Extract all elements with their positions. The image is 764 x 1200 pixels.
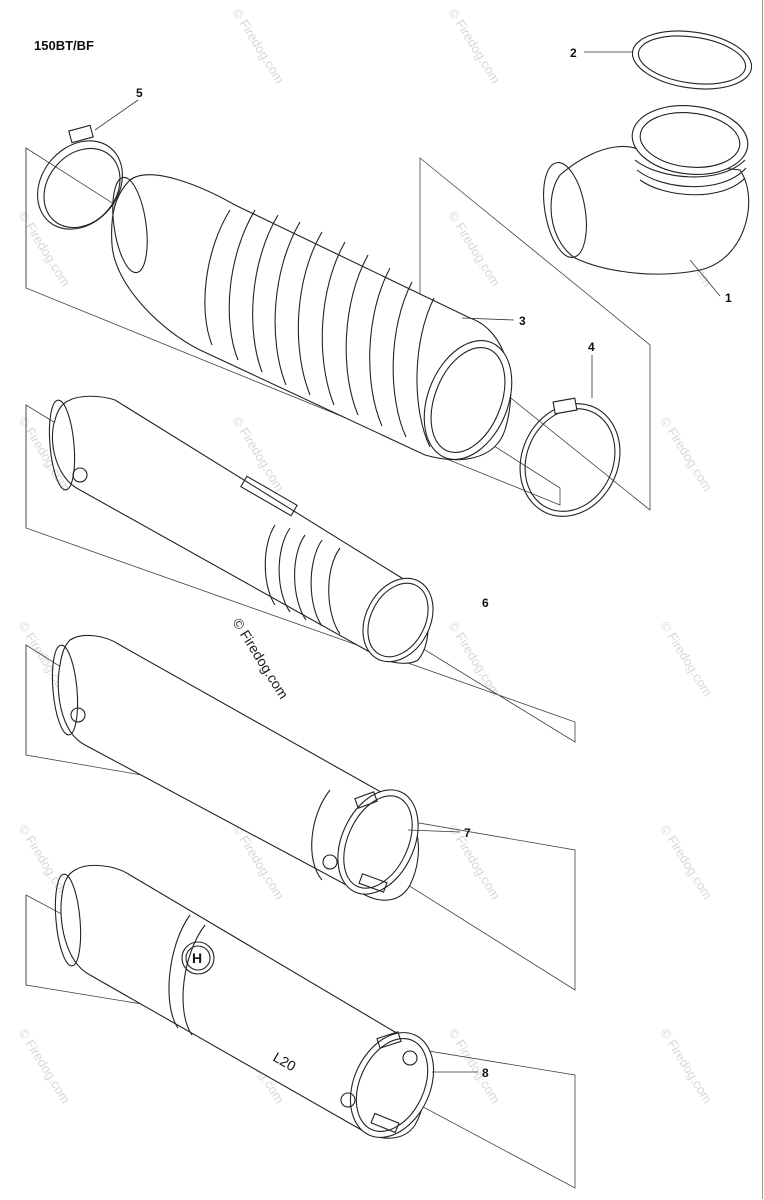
callout-2: 2: [570, 46, 577, 60]
part-tube-6: [48, 395, 434, 664]
leader-5: [94, 99, 139, 131]
watermark: © Firedog.com: [657, 822, 715, 902]
leader-lines: [94, 51, 721, 1073]
callout-4: 4: [588, 340, 595, 354]
brand-logo-glyph: H: [192, 950, 202, 966]
callout-3: 3: [519, 314, 526, 328]
watermark: © Firedog.com: [15, 1026, 73, 1106]
watermark: © Firedog.com: [445, 1026, 503, 1106]
part-clamp-5: [37, 124, 123, 230]
leader-1: [689, 259, 721, 297]
callout-8: 8: [482, 1066, 489, 1080]
callout-5: 5: [136, 86, 143, 100]
watermark: © Firedog.com: [229, 6, 287, 86]
leader-7: [407, 829, 461, 833]
model-label: 150BT/BF: [34, 38, 94, 53]
callout-1: 1: [725, 291, 732, 305]
watermark: © Firedog.com: [657, 1026, 715, 1106]
watermark: © Firedog.com: [657, 619, 715, 699]
brand-logo-icon: H: [181, 941, 215, 975]
part-tube-8: H L20: [54, 864, 435, 1139]
plane-elbow: [419, 157, 651, 511]
watermark: © Firedog.com: [445, 209, 503, 289]
part-bellows: [111, 174, 513, 461]
part-oring: [631, 30, 753, 90]
part-clamp-4: [519, 397, 621, 517]
watermark: © Firedog.com: [657, 414, 715, 494]
part-tube-7: [51, 634, 419, 901]
callout-7: 7: [464, 826, 471, 840]
watermark-main: © Firedog.com: [229, 615, 291, 702]
callouts: 1 2 3 4 5 6 7 8: [136, 46, 732, 1080]
leader-3: [461, 317, 515, 321]
watermark: © Firedog.com: [445, 6, 503, 86]
part-elbow: [543, 105, 750, 275]
callout-6: 6: [482, 596, 489, 610]
watermark: © Firedog.com: [445, 822, 503, 902]
watermark: © Firedog.com: [15, 209, 73, 289]
watermark: © Firedog.com: [445, 619, 503, 699]
